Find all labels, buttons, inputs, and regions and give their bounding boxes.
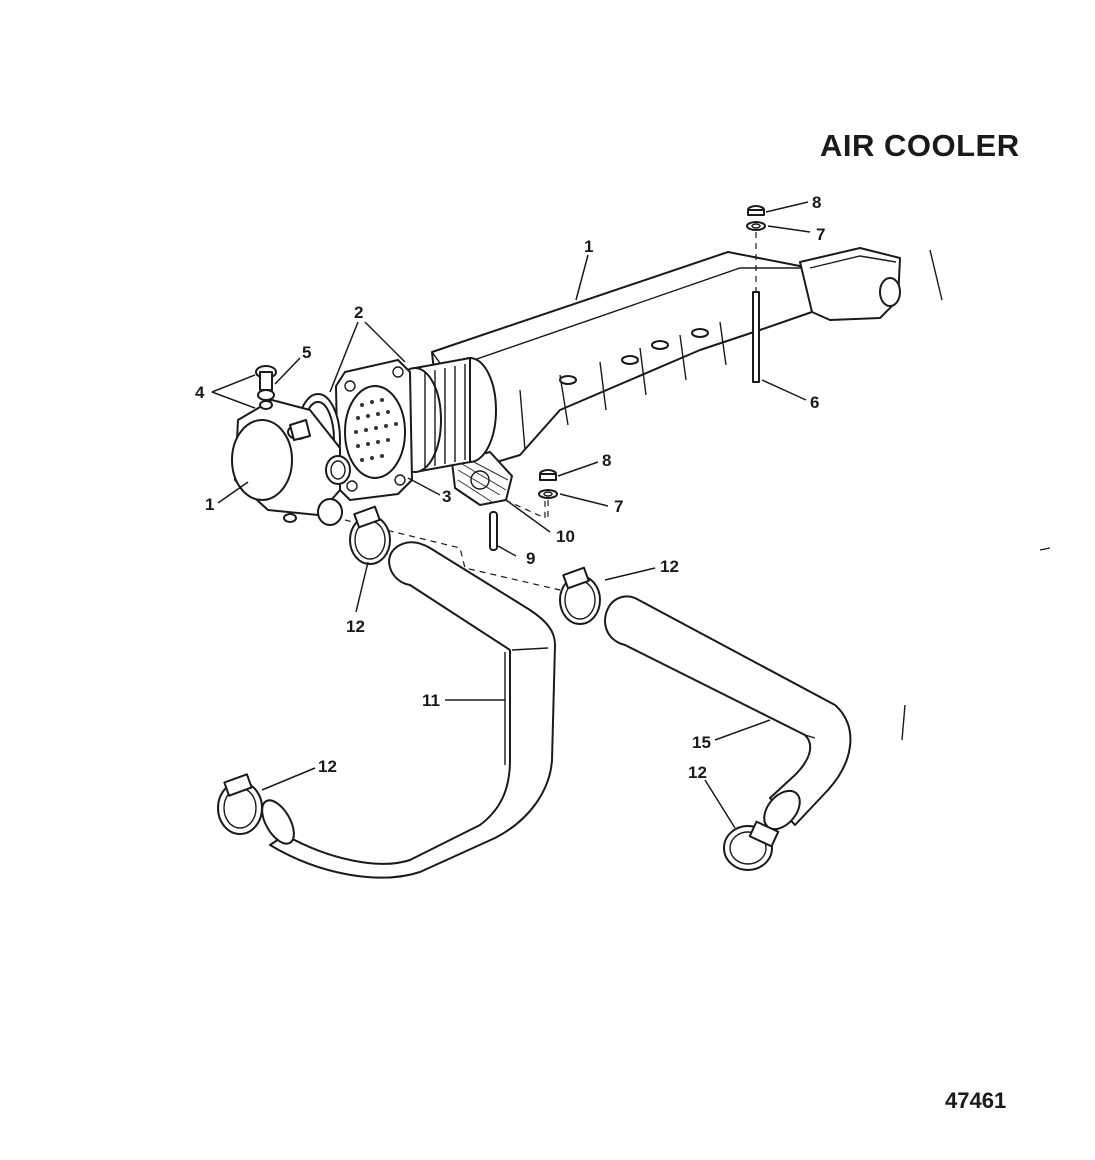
end-cap — [231, 365, 351, 526]
callout-3: 3 — [442, 487, 451, 506]
scan-marks — [901, 249, 1051, 741]
callout-5: 5 — [302, 343, 311, 362]
cooler-core — [388, 357, 497, 473]
hose-clamp-3 — [217, 773, 263, 835]
air-cooler-housing — [431, 247, 901, 506]
callout-2: 2 — [354, 303, 363, 322]
callout-12-c: 12 — [318, 757, 337, 776]
callout-11: 11 — [422, 691, 440, 710]
hose-clamp-4 — [723, 820, 780, 871]
callout-7-lower: 7 — [614, 497, 623, 516]
callout-6: 6 — [810, 393, 819, 412]
callout-1-cooler: 1 — [584, 237, 593, 256]
dowel-pin — [489, 511, 498, 551]
figure-number: 47461 — [945, 1088, 1007, 1113]
nut-washer-top — [746, 205, 766, 231]
nut-washer-lower — [538, 469, 558, 499]
callout-10: 10 — [556, 527, 575, 546]
callout-12-d: 12 — [688, 763, 707, 782]
hose-long — [261, 541, 556, 879]
leader-lines — [211, 201, 811, 829]
hose-right — [604, 595, 852, 831]
callout-8-lower: 8 — [602, 451, 611, 470]
callout-9: 9 — [526, 549, 535, 568]
callout-1-endcap: 1 — [205, 495, 214, 514]
end-plate — [335, 359, 413, 501]
callout-12-a: 12 — [346, 617, 365, 636]
callout-7-top: 7 — [816, 225, 825, 244]
hose-clamp-2 — [559, 566, 601, 625]
callout-12-b: 12 — [660, 557, 679, 576]
callout-4: 4 — [195, 383, 205, 402]
assembly-lines — [344, 232, 757, 591]
callout-8-top: 8 — [812, 193, 821, 212]
callout-numbers: 1 1 2 3 4 5 6 7 7 8 8 9 10 11 12 12 12 1… — [195, 193, 825, 782]
callout-15: 15 — [692, 733, 711, 752]
hose-clamp-1 — [349, 505, 391, 565]
diagram-title: AIR COOLER — [820, 128, 1020, 163]
